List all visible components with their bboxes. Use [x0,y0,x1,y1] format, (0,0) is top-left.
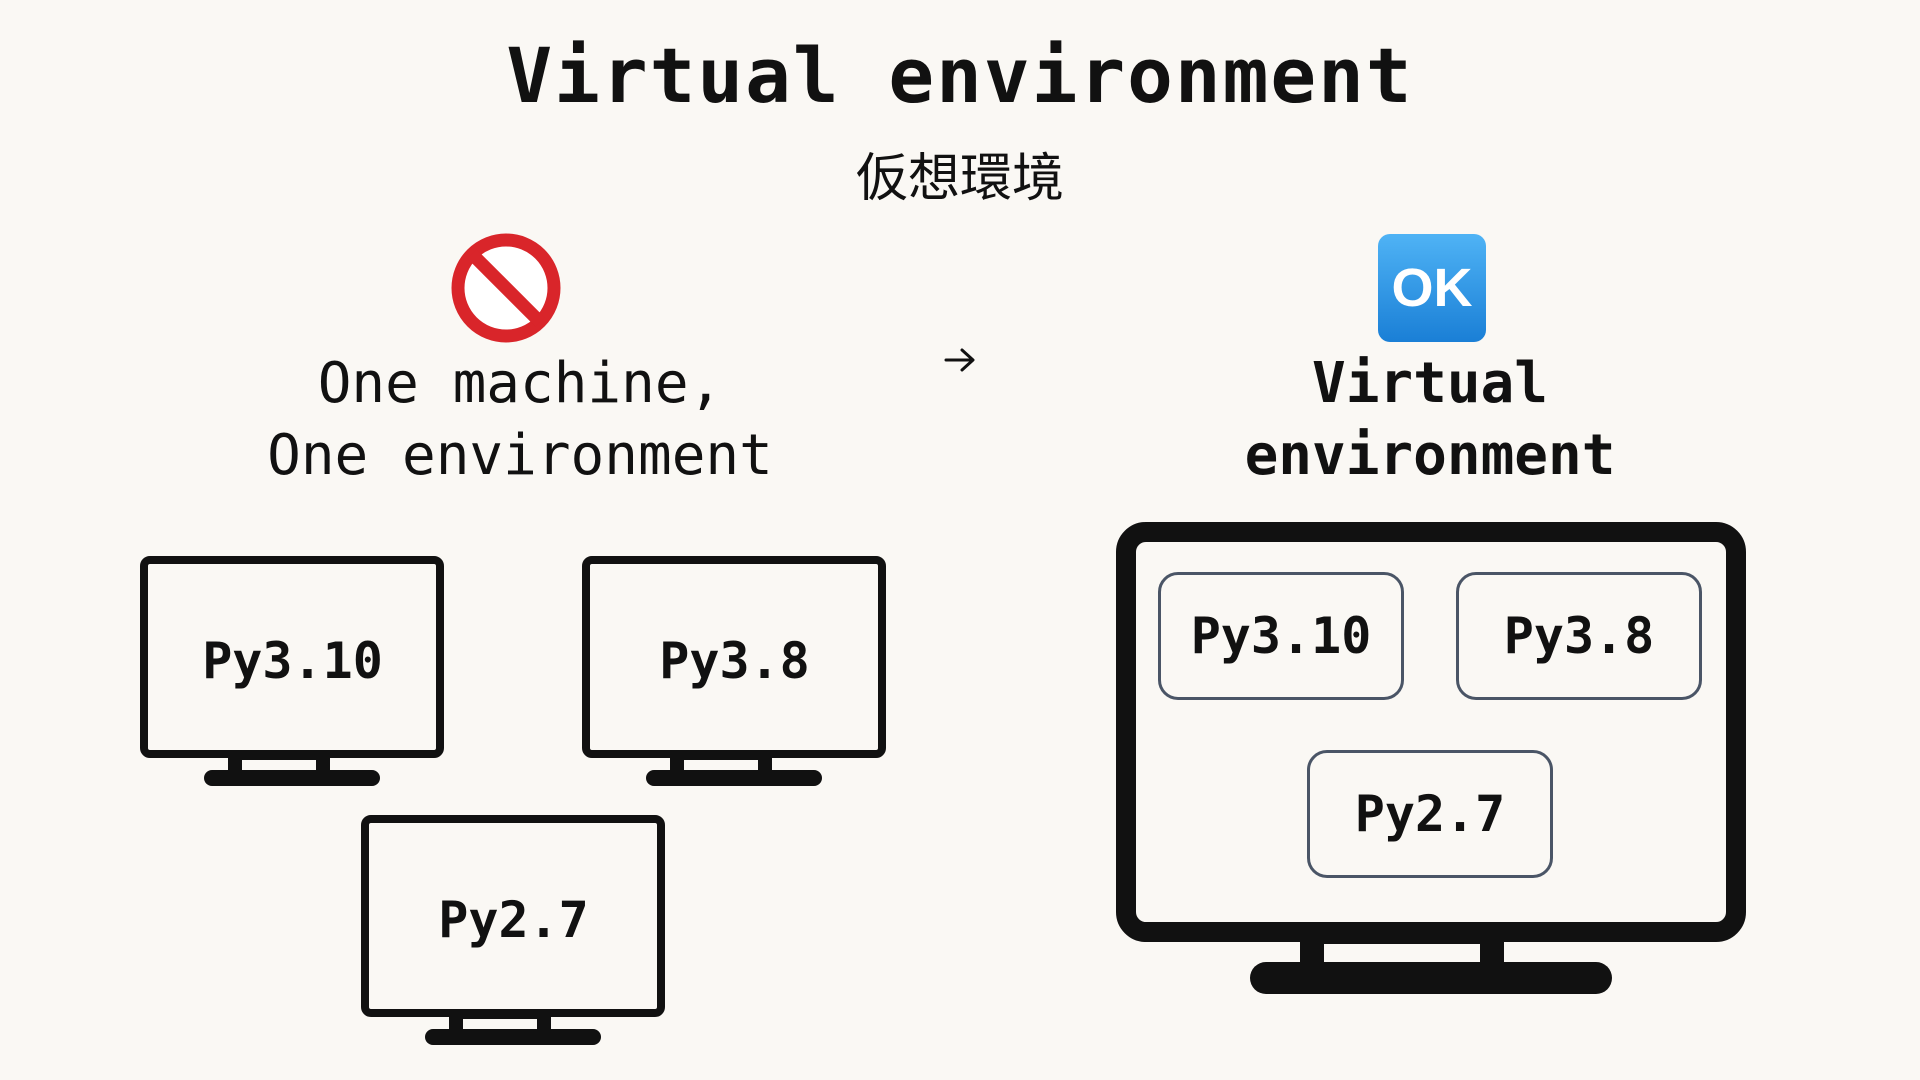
big-monitor-icon [1116,522,1746,994]
right-caption-line1: Virtual [1311,351,1548,416]
ok-button-icon: OK [1378,234,1486,342]
monitor-icon [140,556,444,786]
right-caption-line2: environment [1244,423,1616,488]
virtual-env-py38: Py3.8 [1456,572,1702,700]
slide-subtitle: 仮想環境 [855,149,1064,209]
monitor-label: Py3.8 [659,632,810,690]
left-caption-line1: One machine, [317,351,723,416]
monitor-py27: Py2.7 [361,815,666,1051]
monitor-label: Py2.7 [438,891,589,949]
virtual-env-py27: Py2.7 [1307,750,1553,878]
left-caption-line2: One environment [267,423,773,488]
monitor-label: Py3.10 [202,632,383,690]
arrow-right-icon [944,348,975,372]
right-caption: Virtual environment [1130,348,1730,492]
slide-title: Virtual environment [506,31,1414,120]
monitor-icon [582,556,886,786]
prohibited-icon [451,233,561,343]
monitor-icon [361,815,665,1045]
ok-badge-text: OK [1392,258,1473,318]
monitor-py38: Py3.8 [582,556,887,792]
left-caption: One machine, One environment [160,348,880,492]
monitor-py310: Py3.10 [140,556,445,792]
virtual-env-py310: Py3.10 [1158,572,1404,700]
